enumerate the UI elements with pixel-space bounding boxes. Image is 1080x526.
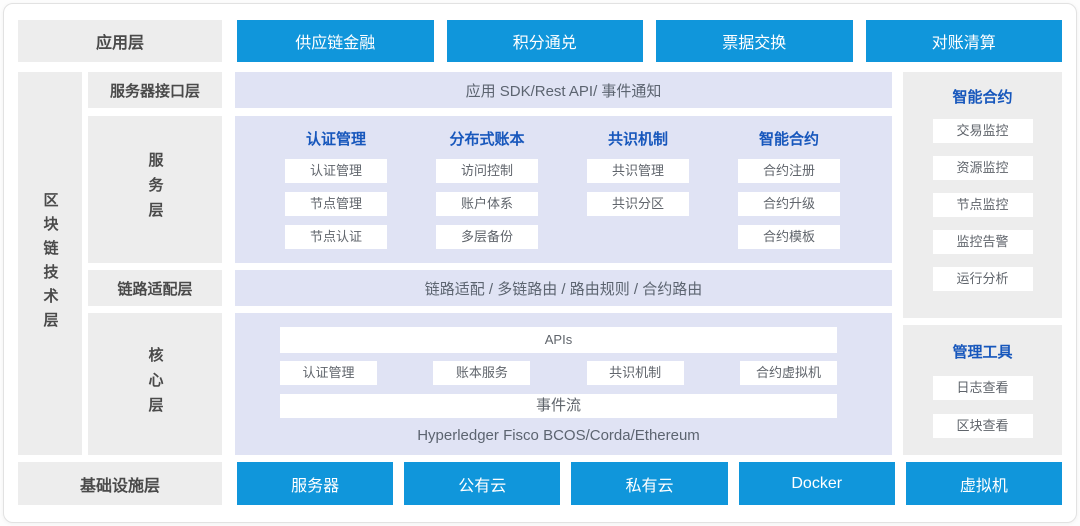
right-panel-column: 智能合约 交易监控 资源监控 节点监控 监控告警 运行分析 管理工具 日志查看 … <box>903 72 1062 455</box>
sdk-api-bar: 应用 SDK/Rest API/ 事件通知 <box>235 72 892 108</box>
service-group-consensus: 共识机制 共识管理 共识分区 <box>587 128 689 263</box>
core-layer-vertical-text: 核心层 <box>146 346 164 422</box>
core-layer-label: 核心层 <box>88 313 222 455</box>
service-group-auth: 认证管理 认证管理 节点管理 节点认证 <box>285 128 387 263</box>
service-group-ledger: 分布式账本 访问控制 账户体系 多层备份 <box>436 128 538 263</box>
service-group-smart-contract-header: 智能合约 <box>758 131 819 148</box>
smart-contract-monitor-panel: 智能合约 交易监控 资源监控 节点监控 监控告警 运行分析 <box>903 72 1062 318</box>
infra-button-docker: Docker <box>738 462 895 505</box>
infra-button-server: 服务器 <box>237 462 394 505</box>
service-item: 多层备份 <box>436 225 538 249</box>
application-layer-row: 应用层 供应链金融 积分通兑 票据交换 对账清算 <box>18 20 1062 62</box>
service-item: 节点管理 <box>285 192 387 216</box>
sublayer-label-column: 服务器接口层 服务层 链路适配层 核心层 <box>88 72 222 455</box>
infrastructure-buttons: 服务器 公有云 私有云 Docker 虚拟机 <box>237 462 1063 505</box>
app-button-points-exchange: 积分通兑 <box>446 20 643 62</box>
core-module: 认证管理 <box>280 361 377 385</box>
service-group-auth-header: 认证管理 <box>305 131 366 148</box>
infrastructure-layer-row: 基础设施层 服务器 公有云 私有云 Docker 虚拟机 <box>18 462 1063 505</box>
event-stream-bar: 事件流 <box>280 394 837 418</box>
service-layer-vertical-text: 服务层 <box>146 152 164 227</box>
tool-item: 区块查看 <box>932 414 1033 438</box>
application-layer-label: 应用层 <box>18 20 222 62</box>
monitor-item: 监控告警 <box>932 230 1033 254</box>
management-tools-panel: 管理工具 日志查看 区块查看 <box>903 325 1062 455</box>
infrastructure-layer-label: 基础设施层 <box>18 462 222 505</box>
service-item: 共识分区 <box>587 192 689 216</box>
layer-content-column: 应用 SDK/Rest API/ 事件通知 认证管理 认证管理 节点管理 节点认… <box>235 72 892 455</box>
infra-button-public-cloud: 公有云 <box>404 462 561 505</box>
core-module: 共识机制 <box>586 361 684 385</box>
apis-bar: APIs <box>280 327 837 353</box>
platforms-text: Hyperledger Fisco BCOS/Corda/Ethereum <box>417 427 700 444</box>
core-modules-row: 认证管理 账本服务 共识机制 合约虚拟机 <box>280 361 837 385</box>
monitor-item: 交易监控 <box>932 119 1033 143</box>
service-item: 账户体系 <box>436 192 538 216</box>
infra-button-private-cloud: 私有云 <box>571 462 728 505</box>
service-item: 合约模板 <box>738 225 840 249</box>
app-button-supply-chain-finance: 供应链金融 <box>237 20 434 62</box>
monitor-item: 节点监控 <box>932 193 1033 217</box>
service-group-smart-contract: 智能合约 合约注册 合约升级 合约模板 <box>738 128 840 263</box>
app-button-bill-exchange: 票据交换 <box>656 20 853 62</box>
core-module: 账本服务 <box>433 361 531 385</box>
blockchain-technology-band: 区块链技术层 服务器接口层 服务层 链路适配层 核心层 应用 SDK/Rest … <box>18 72 1062 455</box>
blockchain-layer-vertical-label: 区块链技术层 <box>18 72 82 455</box>
link-adapter-layer-label: 链路适配层 <box>88 270 222 306</box>
monitor-item: 资源监控 <box>932 156 1033 180</box>
service-item: 访问控制 <box>436 159 538 183</box>
link-adapter-bar: 链路适配 / 多链路由 / 路由规则 / 合约路由 <box>235 270 892 306</box>
blockchain-layer-vertical-text: 区块链技术层 <box>41 191 59 336</box>
core-module: 合约虚拟机 <box>739 361 837 385</box>
service-group-ledger-header: 分布式账本 <box>449 131 525 148</box>
tool-item: 日志查看 <box>932 376 1033 400</box>
service-item: 合约注册 <box>738 159 840 183</box>
service-item: 认证管理 <box>285 159 387 183</box>
core-layer-box: APIs 认证管理 账本服务 共识机制 合约虚拟机 事件流 Hyperledge… <box>235 313 892 455</box>
app-button-reconciliation: 对账清算 <box>865 20 1062 62</box>
smart-contract-panel-header: 智能合约 <box>952 89 1013 106</box>
management-tools-header: 管理工具 <box>952 344 1013 361</box>
application-buttons: 供应链金融 积分通兑 票据交换 对账清算 <box>237 20 1062 62</box>
service-item: 节点认证 <box>285 225 387 249</box>
service-item: 共识管理 <box>587 159 689 183</box>
server-interface-layer-label: 服务器接口层 <box>88 72 222 108</box>
infra-button-vm: 虚拟机 <box>905 462 1063 505</box>
monitor-item: 运行分析 <box>932 267 1033 291</box>
service-layer-label: 服务层 <box>88 116 222 263</box>
service-group-consensus-header: 共识机制 <box>607 131 668 148</box>
service-item: 合约升级 <box>738 192 840 216</box>
service-layer-box: 认证管理 认证管理 节点管理 节点认证 分布式账本 访问控制 账户体系 多层备份… <box>235 116 892 263</box>
